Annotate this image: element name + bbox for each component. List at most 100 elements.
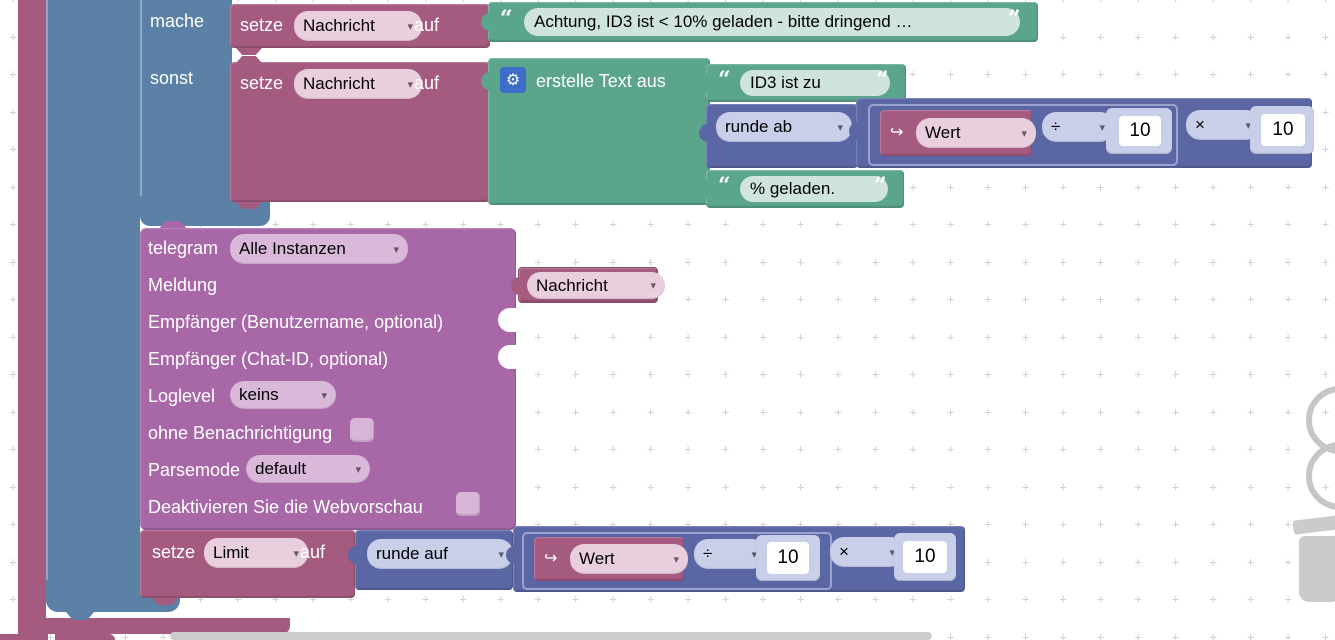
multiply-op-value: ×	[839, 542, 849, 561]
value-variable-dropdown[interactable]: Wert ▾	[916, 118, 1036, 148]
variable-dropdown[interactable]: Nachricht ▾	[294, 11, 422, 41]
variable-dropdown-value: Nachricht	[303, 16, 375, 35]
limit-variable-name: Limit	[213, 543, 249, 562]
dropdown-arrow-icon: ▾	[837, 121, 843, 134]
variable-get-block[interactable]: ↪ Wert ▾	[880, 110, 1036, 156]
string-block-warning[interactable]: “ Achtung, ID3 ist < 10% geladen - bitte…	[481, 2, 1038, 42]
telegram-title: telegram	[148, 238, 219, 258]
set-variable-block-compose[interactable]: setze Nachricht ▾ auf	[230, 56, 490, 209]
string-value[interactable]: % geladen.	[740, 176, 888, 202]
webpreview-checkbox[interactable]	[456, 492, 480, 516]
divide-op-dropdown[interactable]: ÷ ▾	[1042, 112, 1114, 142]
dropdown-arrow-icon: ▾	[393, 243, 399, 256]
string-value[interactable]: Achtung, ID3 ist < 10% geladen - bitte d…	[524, 8, 1020, 36]
limit-variable-dropdown[interactable]: Limit ▾	[204, 538, 308, 568]
silent-checkbox[interactable]	[350, 418, 374, 442]
if-else-label: sonst	[150, 68, 194, 88]
math-multiply-block[interactable]: ↪ Wert ▾ ÷ ▾ 10 × ▾ 10	[849, 98, 1314, 168]
empty-input-socket	[498, 345, 524, 369]
math-divide-subblock[interactable]	[868, 104, 1178, 166]
recipient-username-label: Empfänger (Benutzername, optional)	[148, 312, 444, 332]
message-label: Meldung	[148, 275, 218, 295]
loglevel-value: keins	[239, 385, 279, 404]
dropdown-arrow-icon: ▾	[1099, 121, 1105, 134]
variable-dropdown[interactable]: Nachricht ▾	[294, 69, 422, 99]
multiply-op-dropdown[interactable]: × ▾	[1186, 110, 1260, 140]
string-block-suffix[interactable]: “ % geladen. ”	[699, 170, 904, 208]
parsemode-dropdown[interactable]: default ▾	[246, 455, 370, 483]
next-connection-tab	[236, 202, 262, 209]
round-down-block[interactable]: runde ab ▾	[699, 104, 858, 168]
wrapper-block-bottom-bar[interactable]	[18, 618, 290, 634]
if-block-column[interactable]: mache sonst	[140, 0, 232, 202]
dropdown-arrow-icon: ▾	[1021, 127, 1027, 140]
open-quote-icon: “	[718, 67, 731, 93]
divide-op-value: ÷	[703, 544, 713, 563]
loglevel-label: Loglevel	[148, 386, 216, 406]
partial-block-bottom[interactable]	[55, 634, 115, 640]
number-input-holder: 10	[894, 533, 956, 581]
telegram-block[interactable]: telegram Alle Instanzen ▾ Meldung Empfän…	[140, 228, 524, 530]
create-text-label: erstelle Text aus	[536, 71, 666, 91]
dropdown-arrow-icon: ▾	[407, 78, 413, 91]
round-up-block[interactable]: runde auf ▾	[348, 530, 513, 590]
divide-op-dropdown[interactable]: ÷ ▾	[694, 539, 766, 569]
divide-value-field[interactable]: 10	[767, 542, 809, 574]
dropdown-arrow-icon: ▾	[1245, 119, 1251, 132]
string-block-prefix[interactable]: “ ID3 ist zu ”	[699, 64, 906, 102]
gear-icon[interactable]: ⚙	[500, 67, 526, 93]
partial-block-bottom-left[interactable]	[0, 634, 48, 640]
outer-logic-block-body[interactable]	[46, 0, 140, 586]
value-plug	[699, 180, 709, 198]
trash-icon-body[interactable]	[1299, 536, 1335, 602]
round-op-dropdown[interactable]: runde ab ▾	[716, 112, 852, 142]
silent-label: ohne Benachrichtigung	[148, 423, 333, 443]
telegram-prev-tab	[158, 221, 188, 230]
open-quote-icon: “	[500, 6, 513, 32]
variable-dropdown-value: Nachricht	[303, 74, 375, 93]
close-quote-icon: ”	[874, 173, 887, 199]
dropdown-arrow-icon: ▾	[355, 463, 361, 476]
close-quote-icon: ”	[1008, 6, 1021, 32]
value-variable-name: Wert	[925, 123, 961, 142]
multiply-value-field[interactable]: 10	[903, 541, 947, 573]
dropdown-arrow-icon: ▾	[673, 553, 679, 566]
instance-dropdown[interactable]: Alle Instanzen ▾	[230, 234, 408, 264]
setze-label: setze	[152, 542, 196, 562]
math-divide-subblock[interactable]	[522, 532, 832, 590]
loglevel-dropdown[interactable]: keins ▾	[230, 381, 336, 409]
next-connection-tab	[236, 48, 262, 55]
set-limit-block[interactable]: setze Limit ▾ auf	[140, 530, 355, 605]
next-connection-tab	[152, 598, 178, 605]
dropdown-arrow-icon: ▾	[293, 547, 299, 560]
math-multiply-block-limit[interactable]: ↪ Wert ▾ ÷ ▾ 10 × ▾ 10	[506, 526, 965, 592]
value-variable-dropdown[interactable]: Wert ▾	[570, 544, 688, 574]
variable-get-block[interactable]: ↪ Wert ▾	[534, 537, 688, 581]
create-text-block[interactable]: ⚙ erstelle Text aus	[481, 58, 710, 205]
message-variable-name: Nachricht	[536, 275, 608, 295]
multiply-op-dropdown[interactable]: × ▾	[830, 537, 904, 567]
round-op-value: runde ab	[725, 117, 793, 136]
if-then-label: mache	[150, 11, 205, 31]
value-plug	[481, 72, 491, 90]
auf-label: auf	[300, 542, 326, 562]
close-quote-icon: ”	[876, 67, 889, 93]
dropdown-arrow-icon: ▾	[751, 548, 757, 561]
round-op-value: runde auf	[376, 544, 448, 563]
number-input-holder: 10	[756, 535, 820, 581]
multiply-value-field[interactable]: 10	[1261, 114, 1305, 146]
webpreview-label: Deaktivieren Sie die Webvorschau	[148, 497, 423, 517]
string-value[interactable]: ID3 ist zu	[740, 70, 890, 96]
divide-value-field[interactable]: 10	[1119, 116, 1161, 146]
set-variable-block-warning[interactable]: setze Nachricht ▾ auf	[230, 4, 490, 55]
horizontal-scrollbar[interactable]	[170, 632, 932, 640]
auf-label: auf	[414, 73, 440, 93]
dropdown-arrow-icon: ▾	[498, 548, 504, 561]
round-op-dropdown[interactable]: runde auf ▾	[367, 539, 513, 569]
message-variable-dropdown[interactable]: Nachricht ▾	[527, 272, 665, 299]
wrapper-block-left-column[interactable]	[18, 0, 46, 634]
message-variable-block[interactable]: Nachricht ▾	[511, 267, 665, 303]
var-arrow-icon: ↪	[544, 550, 558, 567]
setze-label: setze	[240, 15, 284, 35]
empty-input-socket	[498, 308, 524, 332]
